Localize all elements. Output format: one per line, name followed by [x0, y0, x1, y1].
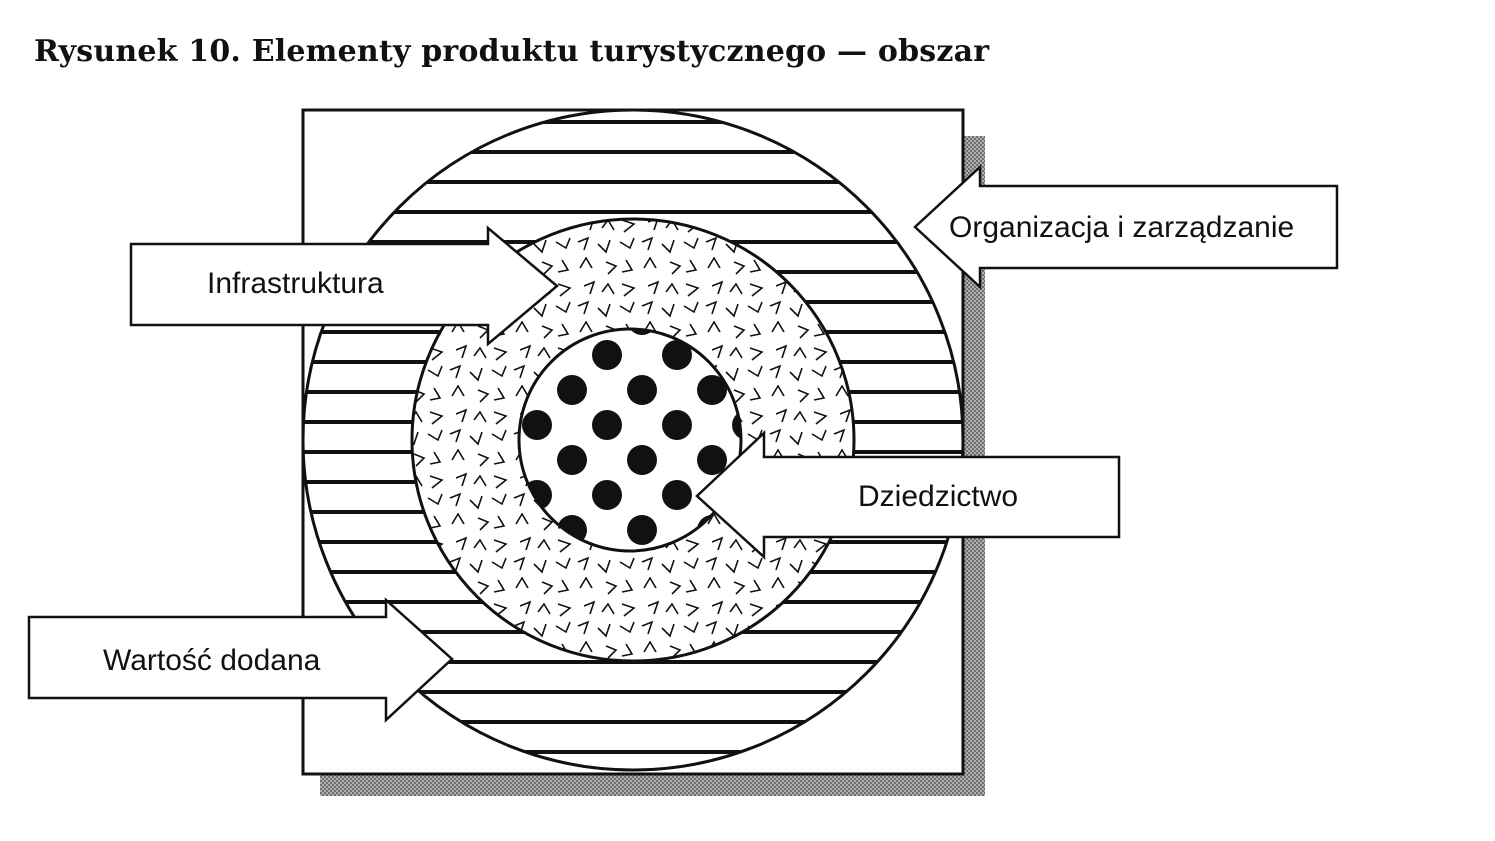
arrow-label-heritage: Dziedzictwo [858, 480, 1018, 513]
arrow-organization: Organizacja i zarządzanie [913, 164, 1339, 290]
arrow-label-added-value: Wartość dodana [103, 644, 321, 677]
figure-title: Rysunek 10. Elementy produktu turystyczn… [34, 34, 990, 69]
arrow-heritage: Dziedzictwo [695, 430, 1121, 560]
arrow-added-value: Wartość dodana [27, 597, 454, 723]
arrow-infrastructure: Infrastruktura [129, 225, 559, 347]
arrow-label-organization: Organizacja i zarządzanie [949, 211, 1294, 244]
inner-circle-dotted [517, 327, 743, 553]
arrow-label-infrastructure: Infrastruktura [207, 267, 384, 300]
